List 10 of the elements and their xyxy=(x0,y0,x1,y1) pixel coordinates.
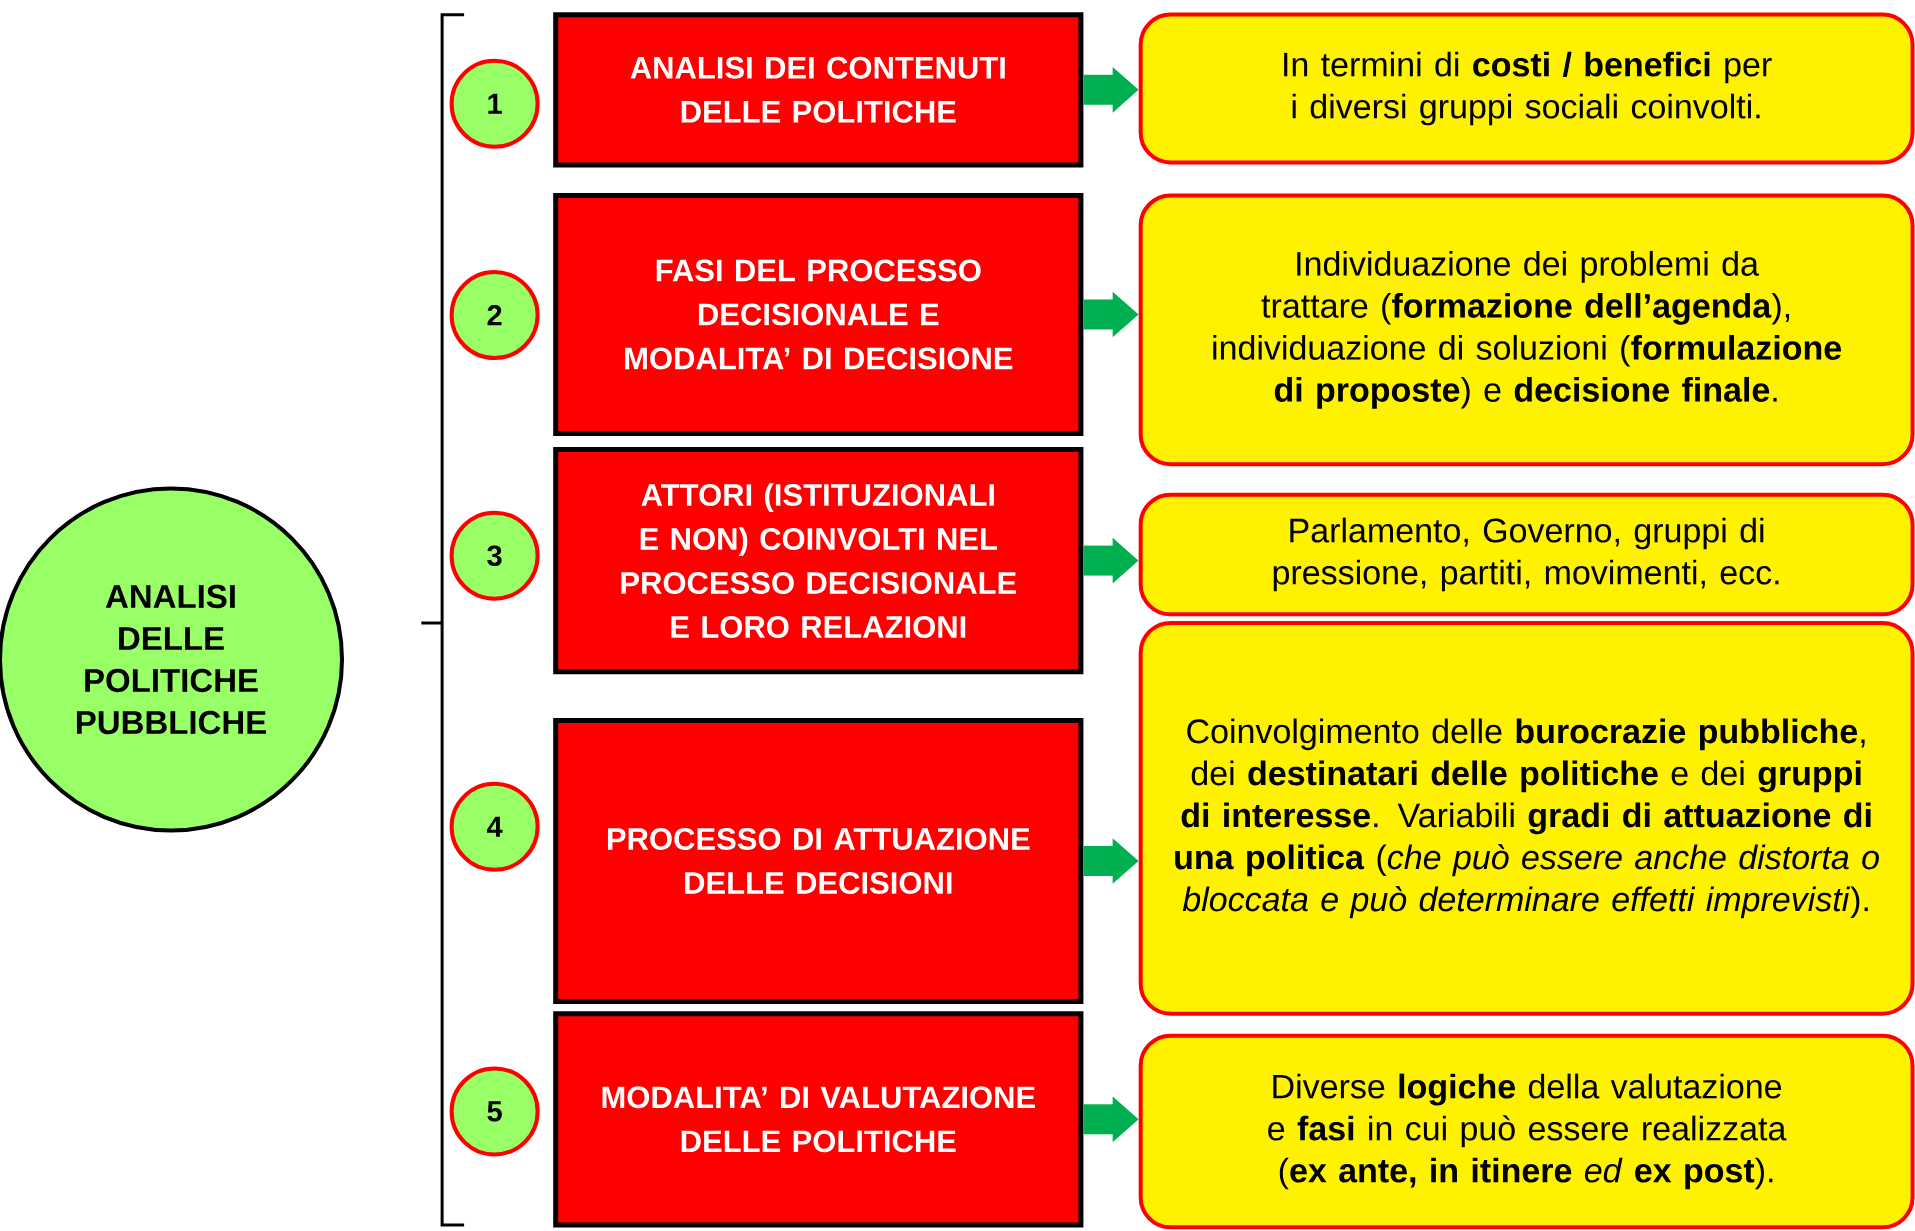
topic-box: ATTORI (ISTITUZIONALI E NON) COINVOLTI NEL PROCESSO DECISIONALE E LORO RELAZIONI xyxy=(553,446,1084,675)
topic-box: ANALISI DEI CONTENUTI DELLE POLITICHE xyxy=(553,12,1084,168)
topic-box: FASI DEL PROCESSO DECISIONALE E MODALITA’ DI DECISIONE xyxy=(553,192,1084,437)
topic-box: MODALITA’ DI VALUTAZIONE DELLE POLITICHE xyxy=(553,1011,1084,1228)
description-box: Individuazione dei problemi da trattare (formazione dell’agenda), individuazione di soluzioni (formulazione di proposte) e decisione finale. xyxy=(1138,193,1915,467)
description-box: Coinvolgimento delle burocrazie pubbliche, dei destinatari delle politiche e dei gruppi di interesse. Variabili gradi di attuazione di una politica (che può essere anche distorta o bloccata e può determinare effetti imprevisti). xyxy=(1138,620,1915,1016)
description-box: Diverse logiche della valutazione e fasi in cui può essere realizzata (ex ante, in itinere ed ex post). xyxy=(1138,1033,1915,1230)
description-box: Parlamento, Governo, gruppi di pressione, partiti, movimenti, ecc. xyxy=(1138,492,1915,617)
topic-box: PROCESSO DI ATTUAZIONE DELLE DECISIONI xyxy=(553,718,1084,1004)
description-box: In termini di costi / benefici per i diversi gruppi sociali coinvolti. xyxy=(1138,12,1915,165)
